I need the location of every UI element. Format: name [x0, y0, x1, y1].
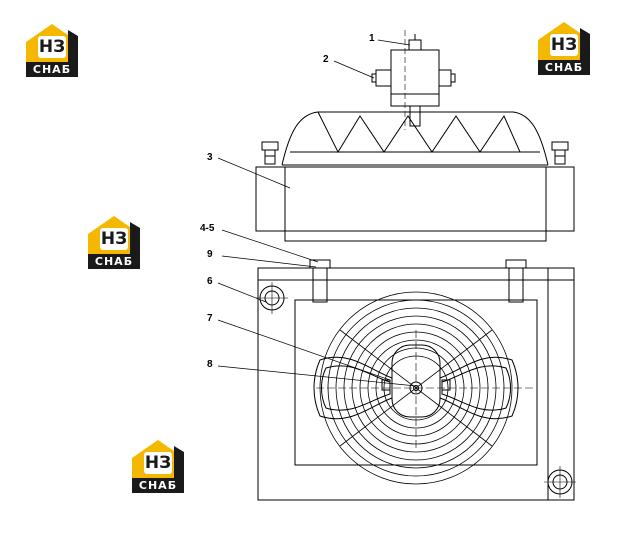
logo-text-bottom: СНАБ [538, 60, 590, 75]
callout-9: 9 [207, 249, 213, 260]
leader-lines [217, 39, 417, 387]
callout-3: 3 [207, 152, 213, 163]
watermark-logo: НЗ СНАБ [24, 22, 80, 80]
callout-8: 8 [207, 359, 213, 370]
callout-1: 1 [369, 33, 375, 44]
top-cylinder [371, 30, 456, 130]
shroud-dome [261, 111, 569, 166]
logo-text-top: НЗ [100, 228, 128, 250]
flange-block [255, 166, 575, 242]
callout-labels: 1 2 3 4-5 9 6 7 8 [200, 33, 375, 370]
logo-text-top: НЗ [144, 452, 172, 474]
fan-hub [316, 330, 536, 450]
callout-4-5: 4-5 [200, 223, 215, 234]
logo-text-bottom: СНАБ [26, 62, 78, 77]
callout-2: 2 [323, 54, 329, 65]
watermark-logo: НЗ СНАБ [536, 20, 592, 78]
watermark-logo: НЗ СНАБ [86, 214, 142, 272]
logo-text-bottom: СНАБ [132, 478, 184, 493]
logo-text-bottom: СНАБ [88, 254, 140, 269]
logo-text-top: НЗ [550, 34, 578, 56]
logo-text-top: НЗ [38, 36, 66, 58]
callout-7: 7 [207, 313, 213, 324]
watermark-logo: НЗ СНАБ [130, 438, 186, 496]
callout-6: 6 [207, 276, 213, 287]
